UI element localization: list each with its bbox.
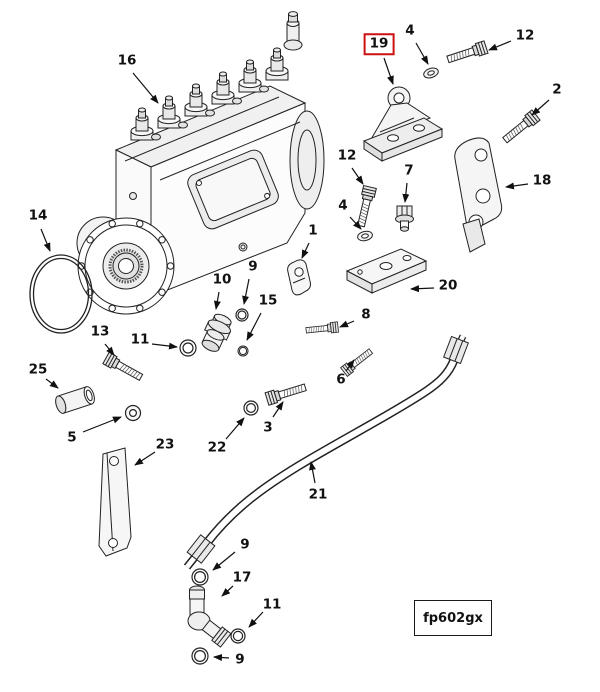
part-23-bracket — [98, 447, 132, 557]
part-11-oring-bottom — [230, 628, 246, 644]
callout-arrow-16-13 — [104, 343, 115, 356]
part-25-bushing — [55, 386, 95, 414]
callout-17-11[interactable]: 11 — [130, 331, 150, 348]
part-21-tube — [183, 334, 469, 570]
callout-arrow-5-18 — [505, 182, 529, 190]
callout-12-10[interactable]: 10 — [212, 271, 232, 288]
part-20-plate — [345, 248, 428, 294]
callout-arrow-8-7 — [402, 182, 410, 203]
callout-arrow-4-2 — [531, 99, 550, 116]
callout-arrow-26-17 — [221, 585, 234, 597]
callout-arrow-0-16 — [132, 72, 159, 104]
callout-arrow-15-8 — [339, 320, 355, 328]
part-9-oring-bottom — [191, 647, 209, 665]
callout-21-3[interactable]: 3 — [263, 419, 273, 436]
callout-15-8[interactable]: 8 — [361, 306, 371, 323]
callout-24-21[interactable]: 21 — [308, 486, 328, 503]
callout-1-19[interactable]: 19 — [363, 33, 395, 55]
callout-10-1[interactable]: 1 — [308, 222, 318, 239]
callout-arrow-20-6 — [345, 359, 355, 372]
callout-arrow-3-12 — [488, 40, 512, 51]
callout-arrow-27-11 — [248, 611, 264, 628]
callout-28-9[interactable]: 9 — [235, 651, 245, 668]
callout-arrow-7-12 — [351, 167, 364, 185]
callout-arrow-1-19 — [383, 57, 394, 85]
callout-arrow-9-4 — [349, 216, 362, 230]
callout-arrow-14-15 — [246, 312, 262, 341]
part-22-ring — [243, 400, 259, 416]
callout-6-14[interactable]: 14 — [28, 207, 48, 224]
callout-arrow-18-25 — [45, 378, 59, 389]
callout-arrow-22-22 — [225, 417, 245, 440]
figure-code-box: fp602gx — [414, 600, 492, 636]
part-18-bracket — [454, 137, 503, 253]
callout-arrow-23-23 — [134, 451, 156, 466]
callout-22-22[interactable]: 22 — [207, 439, 227, 456]
callout-arrow-2-4 — [415, 42, 429, 65]
part-15-ring — [237, 345, 249, 357]
callout-arrow-11-20 — [410, 285, 435, 293]
callout-9-4[interactable]: 4 — [338, 197, 348, 214]
callout-arrow-21-3 — [272, 401, 284, 418]
callout-arrow-17-11 — [151, 342, 178, 350]
callout-arrow-6-14 — [40, 228, 51, 252]
callout-arrow-10-1 — [301, 242, 310, 259]
callout-arrow-13-9 — [242, 278, 250, 305]
part-9-oring-mid — [191, 568, 209, 586]
callout-0-16[interactable]: 16 — [117, 52, 137, 69]
callout-4-2[interactable]: 2 — [552, 81, 562, 98]
callout-23-23[interactable]: 23 — [155, 436, 175, 453]
callout-arrow-28-9 — [213, 654, 230, 662]
callout-arrow-24-21 — [309, 461, 316, 484]
callout-18-25[interactable]: 25 — [28, 361, 48, 378]
part-14-oring — [29, 254, 93, 334]
callout-8-7[interactable]: 7 — [404, 162, 414, 179]
part-5-washer — [124, 404, 142, 422]
callout-arrow-19-5 — [82, 416, 122, 433]
figure-code: fp602gx — [423, 610, 483, 626]
part-9-oring-upper — [235, 308, 249, 322]
part-19-bracket — [362, 86, 444, 162]
callout-11-20[interactable]: 20 — [438, 277, 458, 294]
callout-13-9[interactable]: 9 — [248, 258, 258, 275]
callout-16-13[interactable]: 13 — [90, 323, 110, 340]
callout-26-17[interactable]: 17 — [232, 569, 252, 586]
callout-20-6[interactable]: 6 — [336, 371, 346, 388]
part-17-elbow — [187, 585, 232, 648]
callout-27-11[interactable]: 11 — [262, 596, 282, 613]
callout-3-12[interactable]: 12 — [515, 27, 535, 44]
pump-drive-flange — [77, 217, 175, 315]
part-11-oring-left — [179, 339, 197, 357]
callout-19-5[interactable]: 5 — [67, 429, 77, 446]
callout-7-12[interactable]: 12 — [337, 147, 357, 164]
callout-5-18[interactable]: 18 — [532, 172, 552, 189]
callout-arrow-25-9 — [212, 551, 236, 571]
part-10-fitting — [201, 313, 232, 352]
callout-2-4[interactable]: 4 — [405, 22, 415, 39]
callout-25-9[interactable]: 9 — [240, 536, 250, 553]
part-7-plug — [395, 205, 414, 232]
callout-14-15[interactable]: 15 — [258, 292, 278, 309]
part-1-clamp — [287, 259, 311, 296]
callout-arrow-12-10 — [213, 291, 221, 310]
injection-pump — [76, 11, 325, 315]
